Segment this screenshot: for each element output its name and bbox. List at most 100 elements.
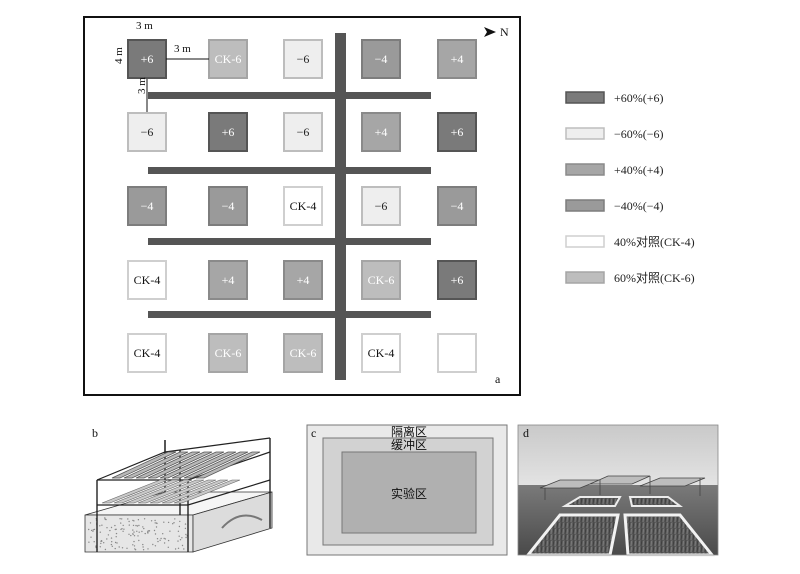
soil-dot — [178, 525, 181, 528]
soil-dot — [93, 541, 95, 543]
soil-dot — [114, 547, 116, 550]
photo-sky — [518, 425, 718, 485]
soil-dot — [119, 518, 121, 520]
soil-mound — [221, 514, 263, 529]
shelter-slat — [183, 451, 249, 479]
plot-label: CK-6 — [290, 346, 317, 360]
shelter-slat — [137, 479, 205, 504]
soil-dot — [88, 541, 90, 543]
soil-box-side — [192, 491, 273, 553]
soil-dot — [185, 533, 187, 536]
legend-swatch — [565, 235, 605, 248]
legend-label: +60%(+6) — [614, 91, 664, 105]
soil-dot — [107, 534, 110, 536]
soil-dot — [185, 536, 187, 539]
soil-dot — [111, 541, 113, 543]
soil-dot — [135, 524, 137, 527]
soil-dot — [106, 527, 108, 529]
shelter-slat — [159, 451, 225, 479]
soil-dot — [154, 522, 156, 524]
soil-dot — [147, 548, 149, 550]
plot-label: −6 — [297, 125, 310, 139]
soil-dot — [90, 536, 92, 538]
soil-dot — [128, 533, 130, 535]
plot-square — [208, 112, 248, 152]
soil-dot — [179, 520, 181, 523]
legend-item: +60%(+6) — [565, 91, 664, 105]
soil-dot — [164, 538, 167, 540]
soil-dot — [118, 546, 120, 548]
road-horizontal-4 — [148, 311, 431, 318]
soil-dot — [120, 528, 122, 531]
soil-dot — [153, 529, 156, 532]
soil-dot — [132, 533, 134, 535]
road-horizontal-3 — [148, 238, 431, 245]
legend-item: 40%对照(CK-4) — [565, 235, 695, 249]
plot-label: −4 — [222, 199, 235, 213]
legend-swatch — [565, 91, 605, 104]
shelter-slat — [195, 451, 261, 479]
soil-dot — [172, 523, 174, 525]
shelter-slat — [171, 451, 237, 479]
plot-square — [208, 186, 248, 226]
legend-label: +40%(+4) — [614, 163, 664, 177]
soil-dot — [89, 522, 92, 524]
photo-border — [517, 424, 719, 556]
soil-dot — [132, 519, 134, 522]
panel-b-shelter-sketch: b — [84, 426, 273, 553]
soil-dot — [148, 530, 150, 532]
soil-dot — [122, 524, 124, 527]
soil-dot — [130, 534, 132, 537]
soil-dot — [138, 524, 140, 527]
shelter-slat — [135, 451, 201, 479]
plot-cell — [437, 333, 477, 373]
soil-dot — [142, 549, 145, 551]
soil-dot — [104, 517, 106, 519]
soil-dot — [138, 531, 140, 533]
plot-label: +4 — [375, 125, 388, 139]
soil-dot — [100, 540, 103, 542]
soil-dot — [109, 529, 111, 532]
plot-label: +6 — [451, 125, 464, 139]
shelter-slat — [149, 479, 217, 504]
soil-dot — [155, 526, 158, 528]
plot-square — [208, 333, 248, 373]
soil-dot — [110, 537, 113, 539]
soil-dot — [173, 522, 175, 524]
soil-dot — [128, 524, 130, 526]
soil-dot — [177, 530, 180, 532]
panel-b-letter: b — [92, 426, 98, 440]
experiment-zone-label: 实验区 — [391, 486, 427, 501]
plot-square — [361, 260, 401, 300]
legend-swatch — [565, 163, 605, 176]
soil-dot — [141, 530, 143, 533]
legend-label: −40%(−4) — [614, 199, 664, 213]
soil-dot — [114, 541, 117, 544]
photo-shelters — [539, 475, 706, 500]
plot-cell: +4 — [283, 260, 323, 300]
soil-dot — [162, 533, 164, 535]
plot-cell: +4 — [437, 39, 477, 79]
plot-label: +4 — [297, 273, 310, 287]
plot-cell: CK-6 — [283, 333, 323, 373]
plot-square — [283, 112, 323, 152]
plot-square — [127, 112, 167, 152]
north-arrow-icon — [484, 27, 496, 37]
soil-dot — [92, 529, 95, 531]
plot-cell: CK-6 — [361, 260, 401, 300]
plot-cell: −4 — [437, 186, 477, 226]
soil-dot — [178, 535, 180, 537]
plot-square — [127, 186, 167, 226]
soil-dot — [169, 530, 171, 532]
plot-cell: +4 — [361, 112, 401, 152]
plot-square — [361, 39, 401, 79]
soil-dot — [106, 538, 108, 540]
legend-item: −60%(−6) — [565, 127, 664, 141]
panel-c-zone-diagram: c 隔离区 缓冲区 实验区 — [306, 424, 508, 556]
plot-square — [127, 333, 167, 373]
legend-item: +40%(+4) — [565, 163, 664, 177]
plot-label: −6 — [375, 199, 388, 213]
soil-dot — [127, 518, 129, 520]
plot-cell: −4 — [208, 186, 248, 226]
soil-dot — [133, 545, 136, 547]
